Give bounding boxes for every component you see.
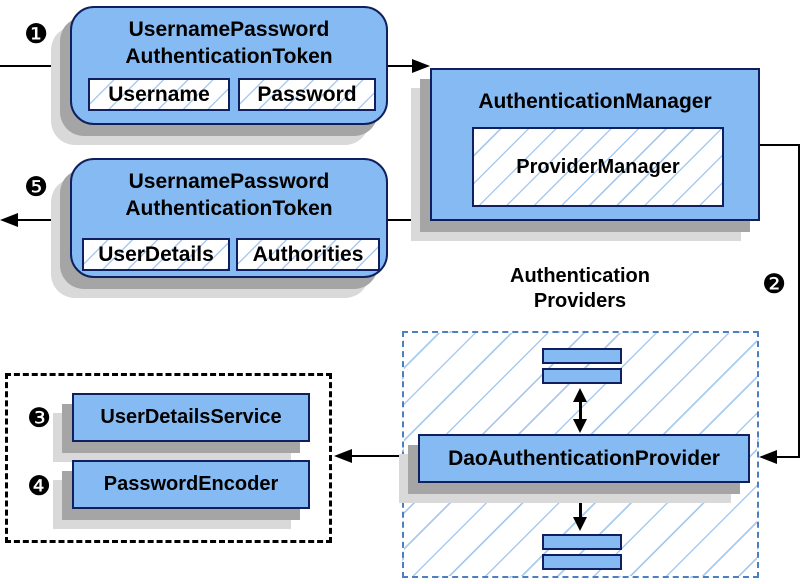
- username-password-token-response: UsernamePassword AuthenticationToken Use…: [70, 158, 388, 278]
- manager-to-provider-line-top: [758, 144, 800, 146]
- other-provider-bar: [542, 534, 622, 550]
- user-details-service-box: UserDetailsService: [72, 393, 310, 442]
- authentication-manager-box: AuthenticationManager ProviderManager: [430, 68, 760, 221]
- arrowhead-into-services-group: [334, 449, 352, 463]
- authentication-providers-label: Authentication Providers: [510, 265, 650, 312]
- bidirectional-arrow-bottom: [573, 486, 587, 531]
- arrowhead-up-icon: [573, 486, 587, 500]
- username-password-token-request: UsernamePassword AuthenticationToken Use…: [70, 6, 388, 125]
- dao-authentication-provider-box: DaoAuthenticationProvider: [418, 434, 750, 483]
- arrowhead-down-icon: [573, 517, 587, 531]
- step-1-badge: ❶: [24, 19, 49, 50]
- step-3-badge: ❸: [27, 403, 52, 434]
- arrow-stem: [579, 497, 582, 520]
- response-token-title: UsernamePassword AuthenticationToken: [125, 170, 333, 220]
- request-token-title: UsernamePassword AuthenticationToken: [125, 18, 333, 68]
- arrowhead-response-out: [0, 213, 18, 227]
- arrowhead-down-icon: [573, 419, 587, 433]
- dao-to-services-line: [350, 455, 418, 457]
- other-provider-bar: [542, 348, 622, 364]
- arrowhead-into-dao-provider: [759, 450, 777, 464]
- manager-to-provider-line-bottom: [775, 456, 800, 458]
- password-encoder-box: PasswordEncoder: [72, 460, 310, 509]
- credential-services-group: [5, 373, 332, 543]
- other-provider-bar: [542, 368, 622, 384]
- step-2-badge: ❷: [762, 269, 787, 300]
- step-5-badge: ❺: [24, 172, 49, 203]
- username-field: Username: [88, 78, 230, 111]
- user-details-field: UserDetails: [82, 238, 230, 271]
- arrowhead-into-authentication-manager: [412, 59, 430, 73]
- other-provider-bar: [542, 554, 622, 570]
- manager-to-provider-line-vertical: [798, 144, 800, 458]
- authorities-field: Authorities: [236, 238, 380, 271]
- password-field: Password: [238, 78, 376, 111]
- provider-manager-box: ProviderManager: [472, 127, 724, 207]
- authentication-manager-title: AuthenticationManager: [478, 90, 712, 113]
- bidirectional-arrow-top: [573, 388, 587, 433]
- step-4-badge: ❹: [27, 471, 52, 502]
- arrow-stem: [579, 399, 582, 422]
- arrowhead-up-icon: [573, 388, 587, 402]
